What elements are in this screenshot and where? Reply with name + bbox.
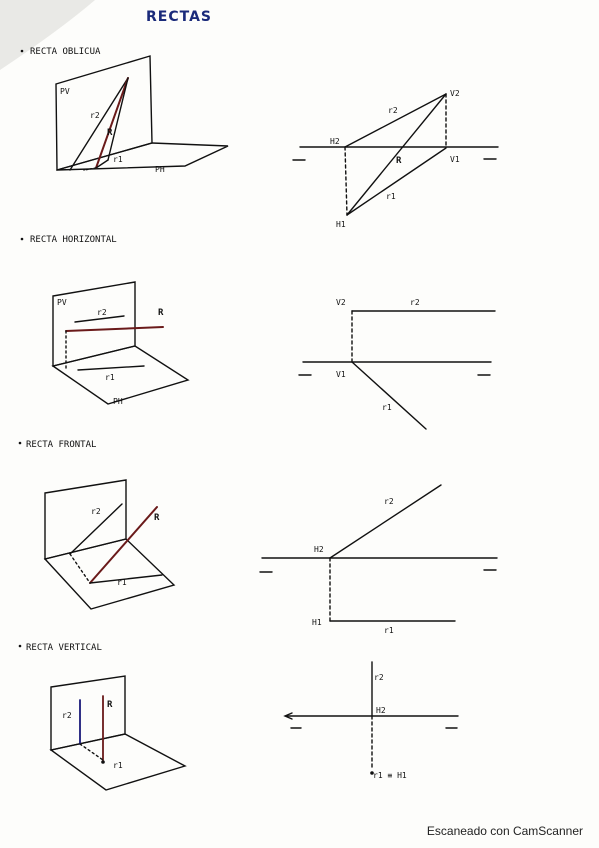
horizontal-diedric-view: V2 r2 V1 r1 [298, 298, 496, 430]
horizontal-3d-view: PV r2 R r1 PH [51, 281, 190, 406]
oblicua-3d-view: PV r2 R r1 PH [55, 55, 229, 174]
svg-text:r1: r1 [113, 761, 123, 770]
svg-text:H2: H2 [314, 545, 324, 554]
svg-text:r2: r2 [97, 308, 107, 317]
svg-text:r1: r1 [105, 373, 115, 382]
heading-horizontal: RECTA HORIZONTAL [30, 235, 117, 245]
scan-shadow [0, 0, 95, 70]
heading-oblicua: RECTA OBLICUA [30, 47, 101, 57]
svg-text:PH: PH [113, 397, 123, 406]
svg-text:PH: PH [155, 165, 165, 174]
bullet [18, 441, 22, 445]
svg-text:r1: r1 [384, 626, 394, 635]
bullet [20, 49, 24, 53]
svg-text:R: R [158, 308, 164, 318]
svg-text:H1: H1 [312, 618, 322, 627]
svg-text:R: R [154, 513, 160, 523]
page-title: RECTAS [146, 9, 212, 25]
svg-text:H1: H1 [336, 220, 346, 229]
svg-text:r2: r2 [374, 673, 384, 682]
svg-text:H2: H2 [376, 706, 386, 715]
svg-text:V1: V1 [336, 370, 346, 379]
svg-text:r2: r2 [388, 106, 398, 115]
svg-text:R: R [107, 700, 113, 710]
svg-text:r2: r2 [62, 711, 72, 720]
svg-text:r2: r2 [410, 298, 420, 307]
heading-vertical: RECTA VERTICAL [26, 643, 102, 653]
heading-frontal: RECTA FRONTAL [26, 440, 96, 450]
svg-text:V2: V2 [450, 89, 460, 98]
svg-text:r1: r1 [113, 155, 123, 164]
bullet [18, 644, 22, 648]
svg-text:r1: r1 [382, 403, 392, 412]
svg-text:r1 ≡ H1: r1 ≡ H1 [373, 771, 407, 780]
oblicua-diedric-view: r2 R r1 H2 V2 V1 H1 [292, 89, 499, 229]
svg-text:r2: r2 [91, 507, 101, 516]
svg-text:V2: V2 [336, 298, 346, 307]
svg-text:V1: V1 [450, 155, 460, 164]
svg-text:r1: r1 [386, 192, 396, 201]
svg-text:r2: r2 [384, 497, 394, 506]
vertical-diedric-view: r2 H2 r1 ≡ H1 [283, 661, 459, 780]
svg-text:R: R [396, 156, 402, 166]
svg-text:r2: r2 [90, 111, 100, 120]
frontal-diedric-view: r2 H2 H1 r1 [259, 484, 498, 635]
svg-text:R: R [107, 128, 113, 138]
bullet [20, 237, 24, 241]
vertical-3d-view: r2 R r1 [49, 675, 187, 791]
svg-text:PV: PV [60, 87, 70, 96]
camscanner-watermark: Escaneado con CamScanner [426, 824, 583, 838]
svg-text:PV: PV [57, 298, 67, 307]
frontal-3d-view: r2 R r1 [43, 479, 176, 610]
svg-text:r1: r1 [117, 578, 127, 587]
svg-text:H2: H2 [330, 137, 340, 146]
